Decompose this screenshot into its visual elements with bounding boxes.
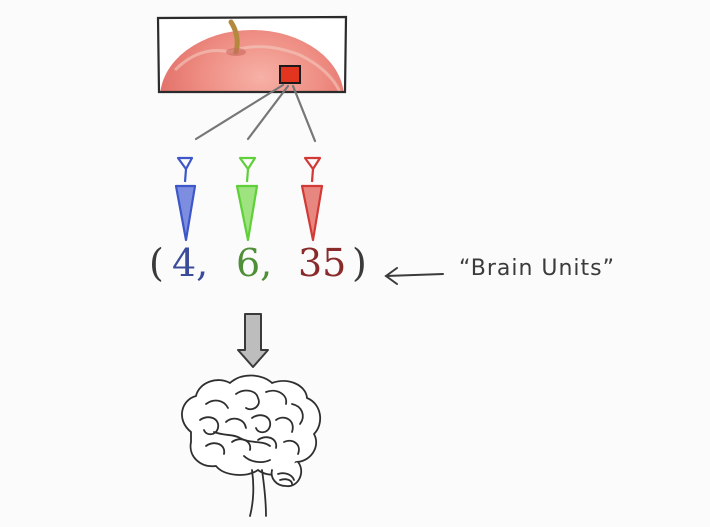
tuple-value-green: 6, (236, 244, 272, 282)
tuple-value-blue: 4, (172, 244, 208, 282)
tuple-close-paren: ) (352, 244, 367, 282)
apple-photo-icon (158, 17, 346, 166)
tuple-open-paren: ( (149, 244, 164, 282)
brain-units-label: “Brain Units” (459, 256, 615, 281)
down-arrow-icon (238, 314, 268, 367)
sampling-line-red (293, 86, 315, 141)
annotation-arrow (386, 268, 443, 284)
cone-receptor-red-icon (302, 158, 322, 240)
cone-receptor-blue-icon (176, 158, 195, 240)
cone-receptor-green-icon (237, 158, 257, 240)
sampling-lines (196, 85, 315, 141)
brain-icon (182, 375, 320, 516)
tuple-value-red: 35 (298, 244, 346, 282)
